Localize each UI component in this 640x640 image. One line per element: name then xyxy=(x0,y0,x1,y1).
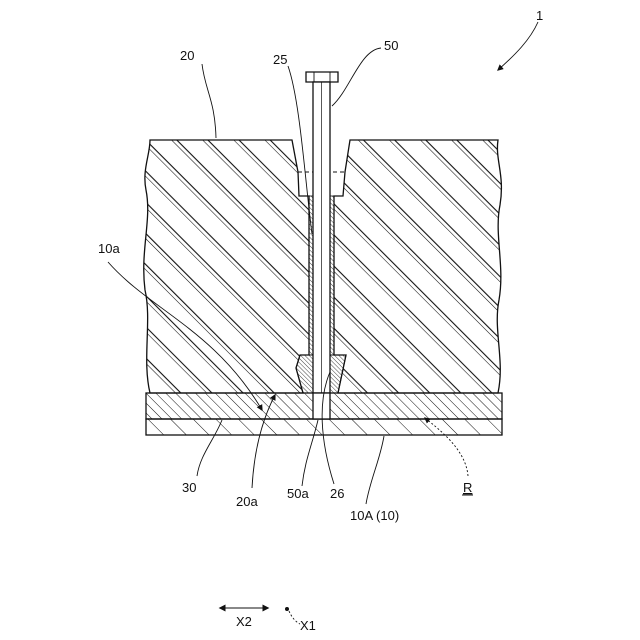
label-recess-26: 26 xyxy=(330,486,344,501)
label-surface-20a: 20a xyxy=(236,494,258,509)
block-right xyxy=(334,140,501,393)
label-x2: X2 xyxy=(236,614,252,629)
x1-leader xyxy=(289,611,300,624)
leader-1 xyxy=(498,22,538,70)
label-pin-end-50a: 50a xyxy=(287,486,309,501)
label-surface-10a: 10a xyxy=(98,241,120,256)
label-layer-30: 30 xyxy=(182,480,196,495)
substrate-10a xyxy=(146,419,502,435)
label-substrate-10A: 10A (10) xyxy=(350,508,399,523)
label-region-R: R xyxy=(463,480,472,495)
label-block-20: 20 xyxy=(180,48,194,63)
x1-dot xyxy=(285,607,289,611)
block-left xyxy=(144,140,309,393)
leader-50 xyxy=(332,48,381,106)
label-pin-50: 50 xyxy=(384,38,398,53)
label-hole-25: 25 xyxy=(273,52,287,67)
label-x1: X1 xyxy=(300,618,316,633)
leader-10A xyxy=(366,436,384,504)
leader-20 xyxy=(202,64,216,138)
label-figure-ref: 1 xyxy=(536,8,543,23)
